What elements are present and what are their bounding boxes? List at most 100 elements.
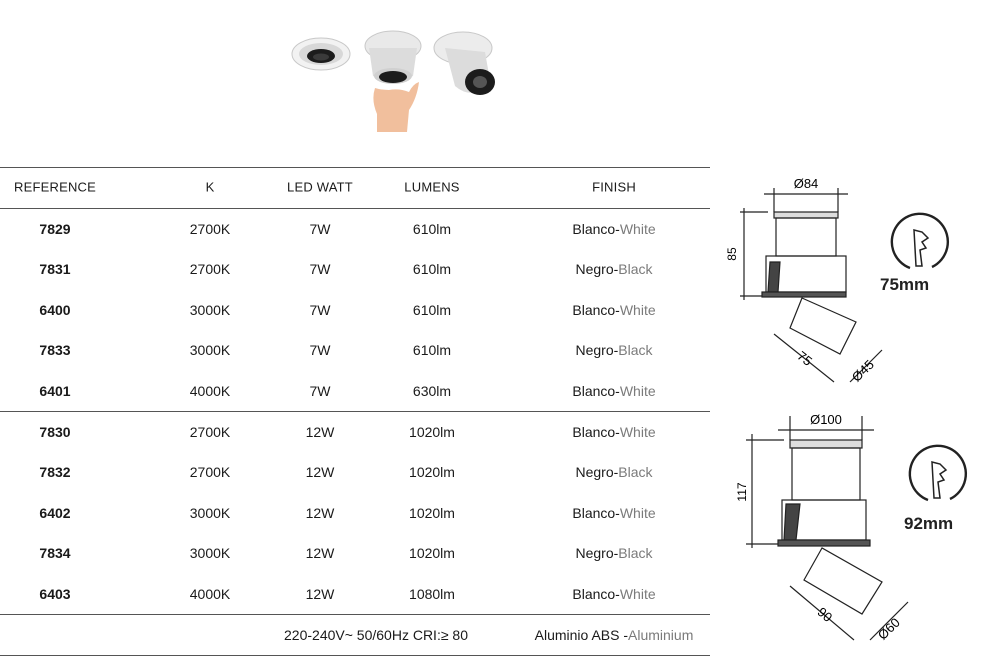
finish-en: White bbox=[619, 302, 656, 318]
finish-en: White bbox=[619, 586, 656, 602]
header-finish: FINISH bbox=[592, 179, 636, 195]
group-rule bbox=[0, 411, 710, 412]
finish-es: Blanco- bbox=[572, 505, 620, 521]
cell-finish: Negro-Black bbox=[575, 342, 652, 358]
product-photos bbox=[291, 30, 495, 132]
table-row: 6401 4000K 7W 630lm Blanco-White bbox=[0, 371, 710, 411]
cell-finish: Blanco-White bbox=[572, 383, 655, 399]
small-cutout-label: 75mm bbox=[880, 275, 930, 294]
cell-k: 2700K bbox=[189, 261, 231, 277]
material-en: Aluminium bbox=[628, 627, 694, 643]
cell-lumens: 610lm bbox=[412, 302, 452, 318]
cell-finish: Negro-Black bbox=[575, 464, 652, 480]
cell-finish: Blanco-White bbox=[572, 221, 655, 237]
finish-es: Negro- bbox=[575, 342, 619, 358]
cell-watt: 12W bbox=[305, 424, 335, 440]
table-row: 6400 3000K 7W 610lm Blanco-White bbox=[0, 290, 710, 330]
cell-watt: 7W bbox=[309, 342, 331, 358]
cell-lumens: 610lm bbox=[412, 261, 452, 277]
cutout-saw-icon bbox=[890, 212, 950, 270]
finish-en: Black bbox=[618, 464, 653, 480]
cell-k: 3000K bbox=[189, 302, 231, 318]
dimension-drawing-small: Ø84 85 75 Ø45 bbox=[725, 176, 950, 385]
table-row: 7834 3000K 12W 1020lm Negro-Black bbox=[0, 533, 710, 573]
table-row: 6403 4000K 12W 1080lm Blanco-White bbox=[0, 574, 710, 614]
cell-k: 2700K bbox=[189, 221, 231, 237]
header-k: K bbox=[205, 179, 215, 195]
cell-lumens: 1020lm bbox=[409, 424, 455, 440]
cell-reference: 7830 bbox=[39, 424, 71, 440]
table-row: 7831 2700K 7W 610lm Negro-Black bbox=[0, 249, 710, 289]
fixture-flush-photo bbox=[291, 37, 351, 71]
finish-es: Negro- bbox=[575, 464, 619, 480]
cell-watt: 7W bbox=[309, 302, 331, 318]
cell-watt: 7W bbox=[309, 383, 331, 399]
finish-en: White bbox=[619, 383, 656, 399]
cell-reference: 7832 bbox=[39, 464, 71, 480]
cell-reference: 6403 bbox=[39, 586, 71, 602]
cell-finish: Negro-Black bbox=[575, 545, 652, 561]
cell-reference: 7833 bbox=[39, 342, 71, 358]
table-row: 7830 2700K 12W 1020lm Blanco-White bbox=[0, 412, 710, 452]
finish-es: Blanco- bbox=[572, 302, 620, 318]
table-row: 6402 3000K 12W 1020lm Blanco-White bbox=[0, 493, 710, 533]
finish-en: White bbox=[619, 424, 656, 440]
large-head-diameter-label: Ø60 bbox=[875, 615, 903, 643]
electrical-spec: 220-240V~ 50/60Hz CRI:≥ 80 bbox=[284, 627, 468, 643]
material-spec: Aluminio ABS -Aluminium bbox=[535, 627, 694, 643]
cell-finish: Blanco-White bbox=[572, 302, 655, 318]
cell-lumens: 1020lm bbox=[409, 545, 455, 561]
fixture-pull-photo bbox=[364, 30, 422, 132]
large-height-label: 117 bbox=[735, 482, 749, 501]
table-row: 7832 2700K 12W 1020lm Negro-Black bbox=[0, 452, 710, 492]
header-lumens: LUMENS bbox=[404, 179, 460, 195]
cell-lumens: 1080lm bbox=[409, 586, 455, 602]
finish-en: Black bbox=[618, 545, 653, 561]
cell-watt: 12W bbox=[305, 464, 335, 480]
finish-es: Blanco- bbox=[572, 424, 620, 440]
cell-k: 4000K bbox=[189, 383, 231, 399]
large-diameter-label: Ø100 bbox=[810, 412, 842, 427]
header-led-watt: LED WATT bbox=[287, 179, 353, 195]
table-footer-row: 220-240V~ 50/60Hz CRI:≥ 80 Aluminio ABS … bbox=[0, 615, 710, 655]
finish-en: Black bbox=[618, 342, 653, 358]
cell-watt: 7W bbox=[309, 261, 331, 277]
small-diameter-label: Ø84 bbox=[794, 176, 819, 191]
finish-es: Blanco- bbox=[572, 221, 620, 237]
cell-k: 2700K bbox=[189, 424, 231, 440]
table-bottom-rule bbox=[0, 655, 710, 656]
table-header-row: REFERENCE K LED WATT LUMENS FINISH bbox=[0, 167, 710, 207]
cell-watt: 12W bbox=[305, 545, 335, 561]
finish-es: Negro- bbox=[575, 545, 619, 561]
small-height-label: 85 bbox=[725, 247, 739, 261]
header-rule bbox=[0, 208, 710, 209]
cell-k: 3000K bbox=[189, 505, 231, 521]
cell-finish: Negro-Black bbox=[575, 261, 652, 277]
fixture-tilt-photo bbox=[433, 31, 495, 95]
cell-watt: 12W bbox=[305, 586, 335, 602]
large-cutout-label: 92mm bbox=[904, 514, 954, 533]
cell-watt: 12W bbox=[305, 505, 335, 521]
cell-lumens: 1020lm bbox=[409, 505, 455, 521]
cell-reference: 6401 bbox=[39, 383, 71, 399]
finish-en: White bbox=[619, 221, 656, 237]
cell-lumens: 610lm bbox=[412, 221, 452, 237]
finish-es: Blanco- bbox=[572, 383, 620, 399]
small-head-diameter-label: Ø45 bbox=[849, 357, 877, 385]
cell-reference: 7834 bbox=[39, 545, 71, 561]
cell-reference: 7831 bbox=[39, 261, 71, 277]
cell-finish: Blanco-White bbox=[572, 586, 655, 602]
small-arm-label: 75 bbox=[794, 348, 815, 369]
cutout-saw-icon bbox=[908, 444, 968, 502]
finish-es: Blanco- bbox=[572, 586, 620, 602]
table-row: 7833 3000K 7W 610lm Negro-Black bbox=[0, 330, 710, 370]
cell-finish: Blanco-White bbox=[572, 424, 655, 440]
cell-k: 3000K bbox=[189, 545, 231, 561]
cell-lumens: 1020lm bbox=[409, 464, 455, 480]
table-row: 7829 2700K 7W 610lm Blanco-White bbox=[0, 209, 710, 249]
cell-reference: 6402 bbox=[39, 505, 71, 521]
cell-finish: Blanco-White bbox=[572, 505, 655, 521]
cell-reference: 6400 bbox=[39, 302, 71, 318]
cell-lumens: 630lm bbox=[412, 383, 452, 399]
cell-k: 2700K bbox=[189, 464, 231, 480]
